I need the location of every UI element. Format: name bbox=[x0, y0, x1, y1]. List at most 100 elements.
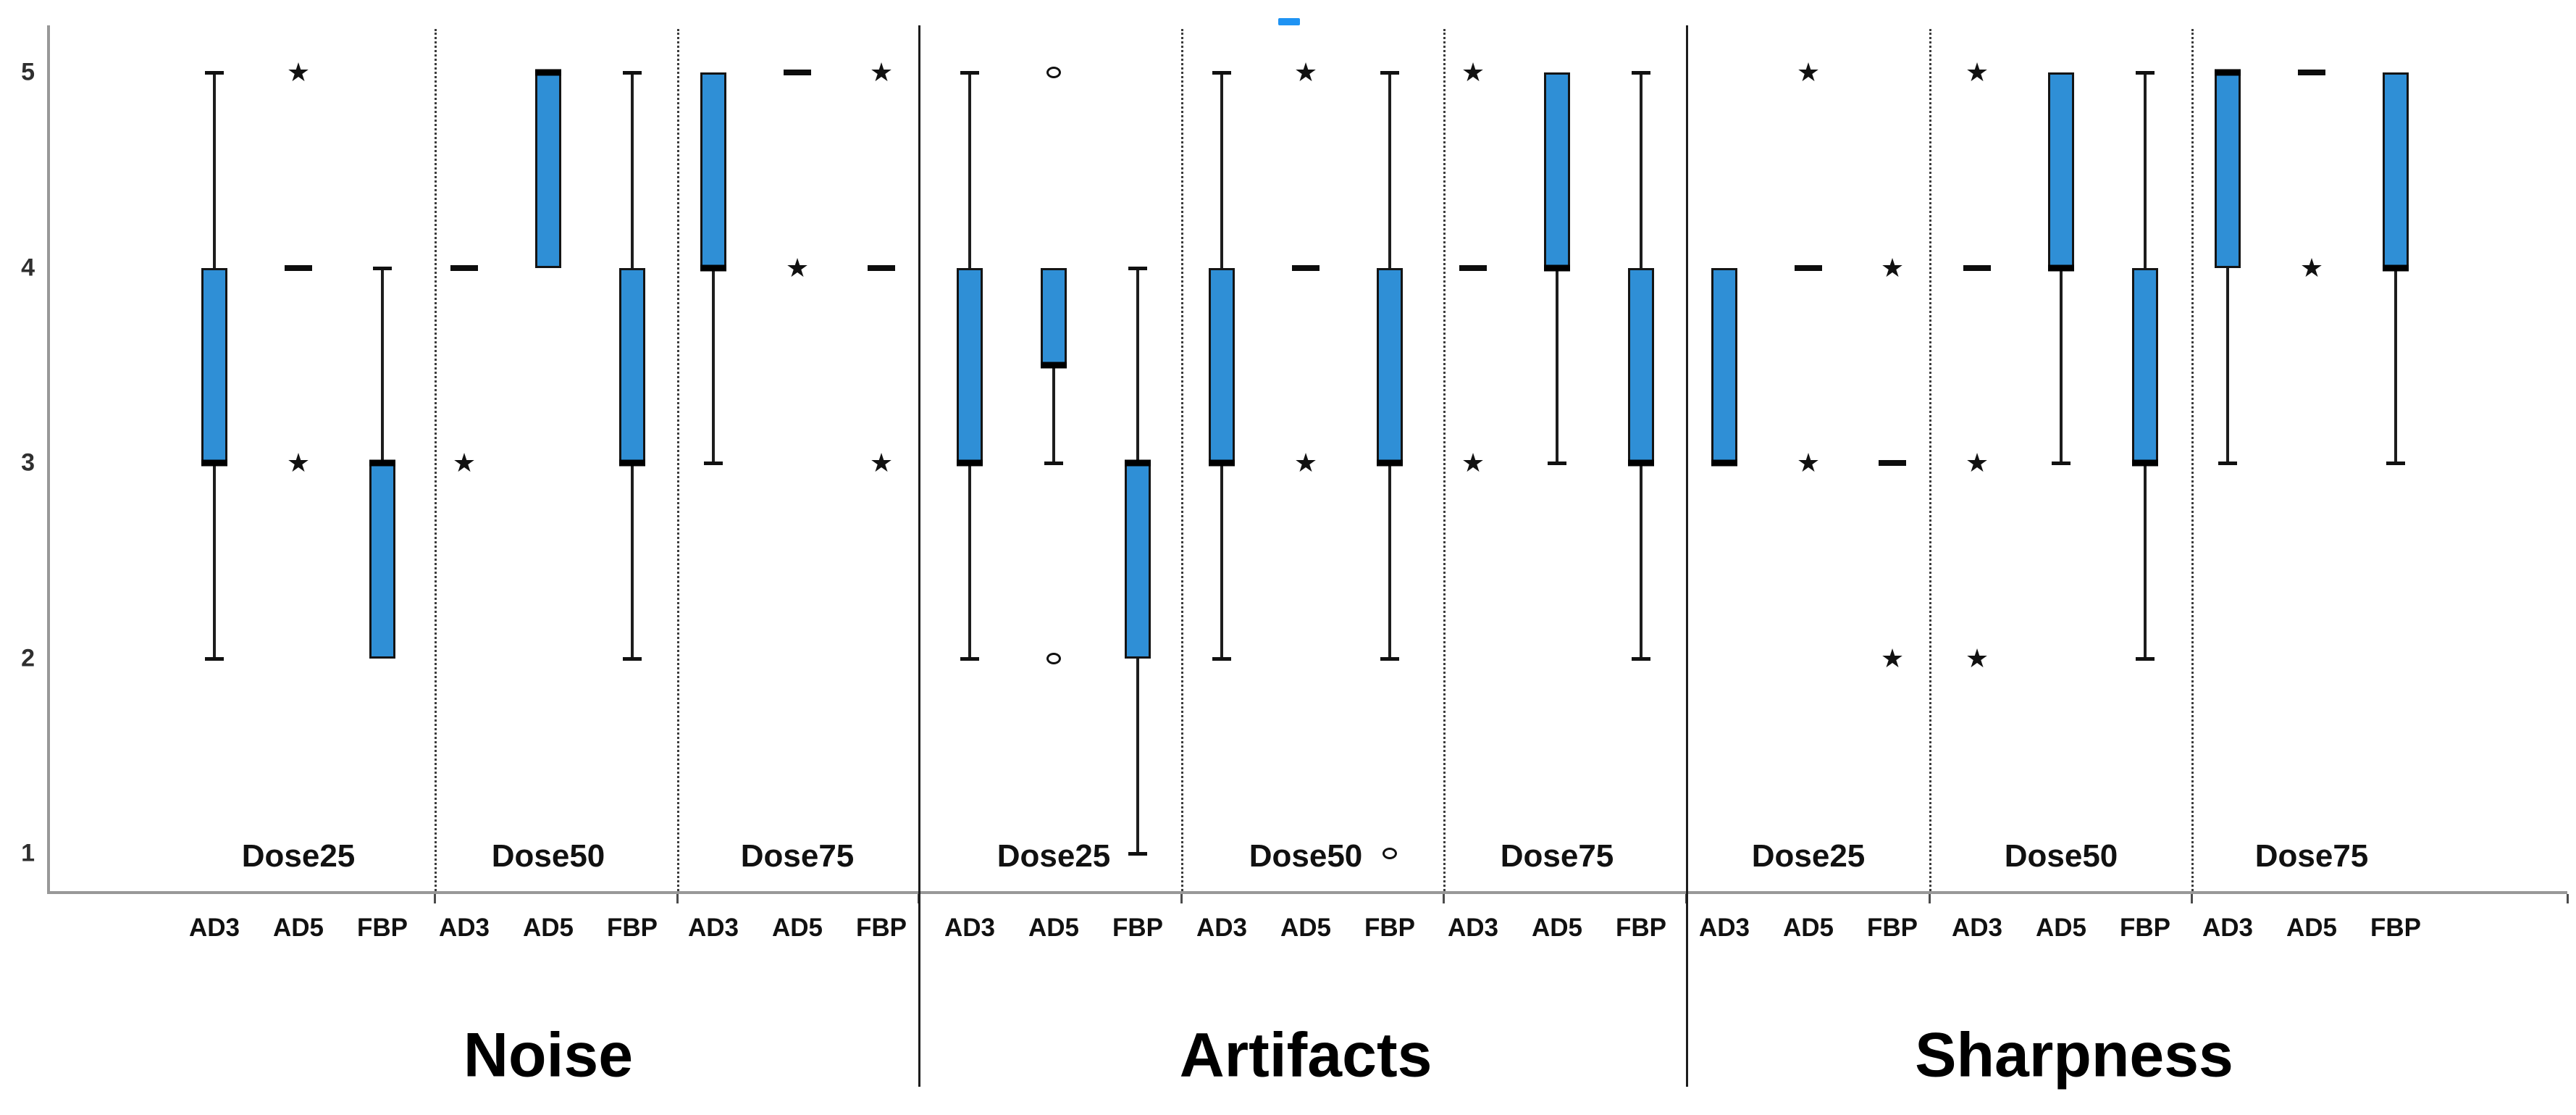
median-line bbox=[1125, 459, 1151, 467]
circle-outlier bbox=[1046, 652, 1061, 664]
method-label: AD3 bbox=[944, 914, 996, 942]
method-label: AD5 bbox=[1782, 914, 1834, 942]
box bbox=[2383, 72, 2409, 268]
x-axis-tick bbox=[676, 894, 679, 903]
method-label: AD5 bbox=[2286, 914, 2338, 942]
median-line bbox=[2048, 264, 2074, 271]
method-label: AD5 bbox=[2035, 914, 2087, 942]
median-line bbox=[619, 459, 645, 467]
box bbox=[1209, 267, 1235, 463]
method-label: AD3 bbox=[1951, 914, 2003, 942]
method-label: AD5 bbox=[1028, 914, 1080, 942]
upper-whisker bbox=[381, 267, 384, 463]
box bbox=[1041, 267, 1067, 366]
lower-whisker-cap bbox=[1632, 656, 1650, 661]
box bbox=[1711, 267, 1737, 463]
median-line bbox=[1628, 459, 1654, 467]
upper-whisker-cap bbox=[960, 71, 979, 75]
x-axis-tick bbox=[1180, 894, 1183, 903]
method-label: FBP bbox=[1867, 914, 1918, 942]
method-label: AD5 bbox=[522, 914, 574, 942]
method-label: FBP bbox=[357, 914, 408, 942]
x-axis-tick bbox=[434, 894, 436, 903]
dose-group-label: Dose25 bbox=[241, 838, 356, 874]
upper-whisker bbox=[631, 72, 634, 268]
method-label: FBP bbox=[1616, 914, 1666, 942]
upper-whisker bbox=[1136, 267, 1139, 463]
group-separator-dotted bbox=[677, 29, 679, 891]
lower-whisker-cap bbox=[1212, 656, 1231, 661]
x-axis-tick bbox=[2567, 894, 2569, 903]
lower-whisker-cap bbox=[1128, 852, 1147, 856]
dose-group-label: Dose50 bbox=[491, 838, 605, 874]
method-label: FBP bbox=[607, 914, 658, 942]
star-outlier: ★ bbox=[869, 57, 894, 87]
method-label: AD3 bbox=[2202, 914, 2254, 942]
upper-whisker-cap bbox=[1380, 71, 1399, 75]
median-line bbox=[2132, 459, 2158, 467]
median-dash bbox=[450, 264, 478, 271]
upper-whisker bbox=[2144, 72, 2147, 268]
y-tick-label: 2 bbox=[21, 644, 35, 672]
box bbox=[700, 72, 726, 268]
upper-whisker bbox=[968, 72, 971, 268]
star-outlier: ★ bbox=[1880, 252, 1905, 283]
star-outlier: ★ bbox=[286, 448, 311, 477]
lower-whisker bbox=[1388, 463, 1391, 659]
median-line bbox=[1377, 459, 1403, 467]
panel-title-noise: Noise bbox=[463, 1020, 634, 1090]
lower-whisker bbox=[2144, 463, 2147, 659]
lower-whisker bbox=[631, 463, 634, 659]
median-line bbox=[201, 459, 227, 467]
lower-whisker bbox=[1220, 463, 1223, 659]
method-label: FBP bbox=[2120, 914, 2170, 942]
method-label: AD5 bbox=[771, 914, 823, 942]
blue-dash-marker bbox=[1278, 17, 1300, 25]
upper-whisker-cap bbox=[623, 71, 642, 75]
lower-whisker bbox=[2226, 267, 2229, 463]
dose-group-label: Dose75 bbox=[2254, 838, 2369, 874]
star-outlier: ★ bbox=[2299, 252, 2324, 283]
lower-whisker-cap bbox=[205, 656, 224, 661]
method-label: FBP bbox=[1364, 914, 1415, 942]
star-outlier: ★ bbox=[1293, 448, 1318, 477]
star-outlier: ★ bbox=[286, 57, 311, 87]
method-label: AD5 bbox=[1280, 914, 1332, 942]
median-line bbox=[2383, 264, 2409, 271]
star-outlier: ★ bbox=[1796, 448, 1821, 477]
method-label: AD3 bbox=[1698, 914, 1750, 942]
method-label: FBP bbox=[856, 914, 907, 942]
star-outlier: ★ bbox=[1293, 57, 1318, 87]
method-label: AD3 bbox=[1196, 914, 1248, 942]
box bbox=[535, 72, 561, 268]
star-outlier: ★ bbox=[1880, 643, 1905, 673]
median-dash bbox=[868, 264, 895, 271]
x-axis-line bbox=[47, 891, 2567, 894]
panel-title-sharpness: Sharpness bbox=[1915, 1020, 2233, 1090]
lower-whisker bbox=[2060, 267, 2063, 463]
group-separator-dotted bbox=[1443, 29, 1446, 891]
lower-whisker-cap bbox=[2386, 462, 2405, 465]
box bbox=[1377, 267, 1403, 463]
upper-whisker bbox=[213, 72, 216, 268]
dose-group-label: Dose25 bbox=[1751, 838, 1866, 874]
upper-whisker bbox=[1388, 72, 1391, 268]
box bbox=[1544, 72, 1570, 268]
x-axis-tick bbox=[2191, 894, 2193, 903]
lower-whisker-cap bbox=[2052, 462, 2071, 465]
method-label: AD5 bbox=[272, 914, 324, 942]
group-separator-dotted bbox=[435, 29, 437, 891]
y-tick-label: 4 bbox=[21, 254, 35, 281]
panel-title-artifacts: Artifacts bbox=[1179, 1020, 1432, 1090]
upper-whisker-cap bbox=[205, 71, 224, 75]
method-label: FBP bbox=[2370, 914, 2421, 942]
median-line bbox=[369, 459, 395, 467]
median-line bbox=[2215, 69, 2241, 76]
star-outlier: ★ bbox=[1796, 57, 1821, 87]
dose-group-label: Dose75 bbox=[1500, 838, 1614, 874]
circle-outlier bbox=[1383, 848, 1397, 859]
box bbox=[1125, 463, 1151, 659]
median-dash bbox=[784, 70, 811, 75]
group-separator-dotted bbox=[1929, 29, 1931, 891]
